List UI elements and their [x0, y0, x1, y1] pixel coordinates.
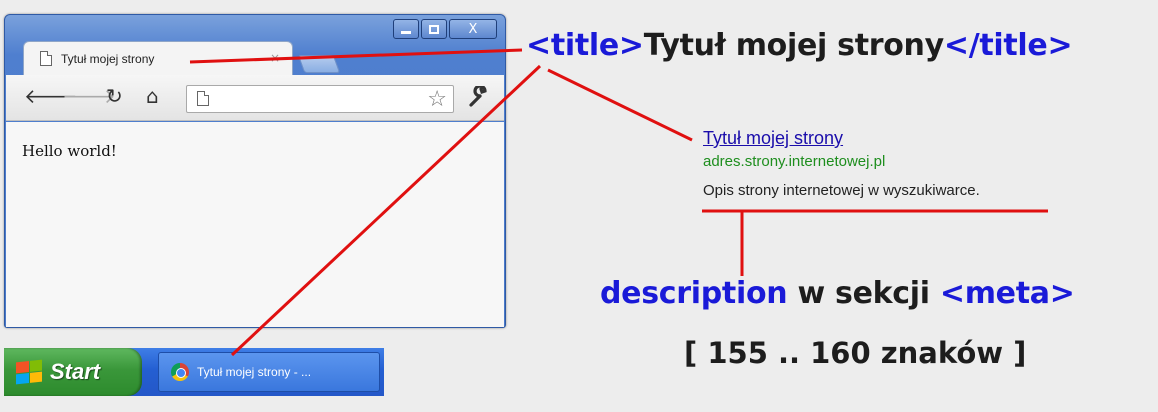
- character-count-note: [ 155 .. 160 znaków ]: [684, 336, 1027, 370]
- meta-tag: <meta>: [939, 276, 1075, 311]
- browser-toolbar: 🡐 🡒 ↻ ⌂ ☆: [6, 75, 504, 121]
- star-icon[interactable]: ☆: [427, 87, 447, 112]
- close-window-button[interactable]: X: [449, 19, 497, 39]
- description-annotation: description w sekcji <meta>: [600, 276, 1075, 311]
- minimize-icon: [401, 30, 411, 34]
- wrench-icon[interactable]: [468, 84, 490, 111]
- home-icon[interactable]: ⌂: [146, 84, 159, 108]
- line-title-to-serp: [547, 68, 693, 142]
- forward-arrow-icon[interactable]: 🡒: [62, 84, 116, 108]
- serp-url: adres.strony.internetowej.pl: [703, 153, 886, 170]
- maximize-icon: [429, 24, 439, 34]
- title-text: Tytuł mojej strony: [643, 28, 944, 63]
- serp-description: Opis strony internetowej w wyszukiwarce.: [703, 182, 980, 199]
- address-bar[interactable]: ☆: [186, 85, 454, 113]
- page-icon: [197, 91, 209, 106]
- description-middle-text: w sekcji: [787, 276, 940, 311]
- serp-title-link[interactable]: Tytuł mojej strony: [703, 128, 844, 148]
- line-tab-to-title: [189, 48, 523, 64]
- hello-text: Hello world!: [22, 142, 117, 160]
- title-close-tag: </title>: [943, 28, 1073, 63]
- minimize-button[interactable]: [393, 19, 419, 39]
- window-controls: X: [393, 19, 497, 39]
- taskbar-item-browser[interactable]: Tytuł mojej strony - ...: [158, 352, 380, 392]
- page-content: Hello world!: [6, 122, 504, 327]
- search-result-snippet: Tytuł mojej strony adres.strony.internet…: [703, 128, 980, 199]
- chrome-icon: [171, 363, 189, 381]
- browser-tab[interactable]: Tytuł mojej strony ×: [23, 41, 293, 75]
- line-taskbar-to-title: [230, 64, 542, 357]
- browser-window: X Tytuł mojej strony × 🡐 🡒 ↻ ⌂ ☆ Hello w…: [4, 14, 506, 328]
- title-open-tag: <title>: [526, 28, 644, 63]
- taskbar: Start Tytuł mojej strony - ...: [4, 348, 384, 396]
- start-button[interactable]: Start: [4, 348, 142, 396]
- back-arrow-icon[interactable]: 🡐: [24, 84, 78, 108]
- maximize-button[interactable]: [421, 19, 447, 39]
- start-label: Start: [50, 359, 101, 384]
- taskbar-item-label: Tytuł mojej strony - ...: [197, 365, 312, 379]
- page-icon: [40, 51, 52, 66]
- description-keyword: description: [600, 276, 788, 311]
- reload-icon[interactable]: ↻: [106, 84, 123, 108]
- tab-title: Tytuł mojej strony: [61, 51, 155, 66]
- title-tag-annotation: <title>Tytuł mojej strony</title>: [526, 28, 1073, 63]
